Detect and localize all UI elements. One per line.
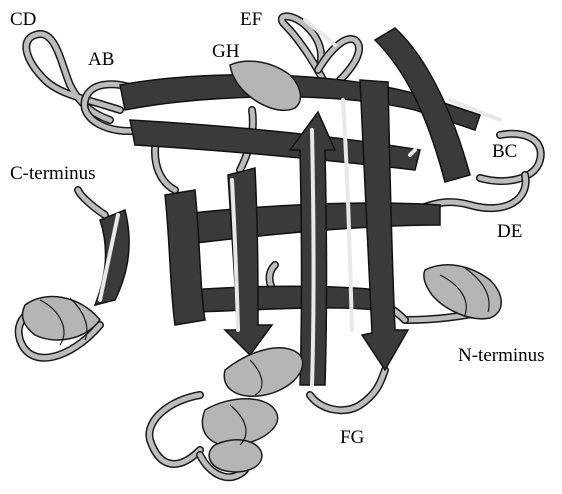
helix-gh bbox=[230, 61, 300, 110]
label-de: DE bbox=[497, 222, 522, 241]
loop-cd bbox=[26, 34, 120, 120]
strand-v2 bbox=[165, 190, 205, 325]
highlight-2 bbox=[312, 130, 314, 385]
label-ef: EF bbox=[240, 10, 262, 29]
label-bc: BC bbox=[492, 142, 517, 161]
helix-n-terminus bbox=[424, 265, 501, 319]
helix-bottom-1 bbox=[224, 348, 302, 396]
helix-bottom-2 bbox=[202, 399, 277, 446]
label-c-terminus: C-terminus bbox=[10, 164, 96, 183]
label-cd: CD bbox=[10, 10, 36, 29]
label-fg: FG bbox=[340, 428, 364, 447]
helix-bottom-3 bbox=[209, 440, 262, 472]
loop-c-terminus bbox=[78, 190, 105, 215]
label-n-terminus: N-terminus bbox=[458, 346, 545, 365]
label-gh: GH bbox=[212, 42, 239, 61]
loop-bottom bbox=[149, 395, 200, 464]
label-ab: AB bbox=[88, 50, 114, 69]
